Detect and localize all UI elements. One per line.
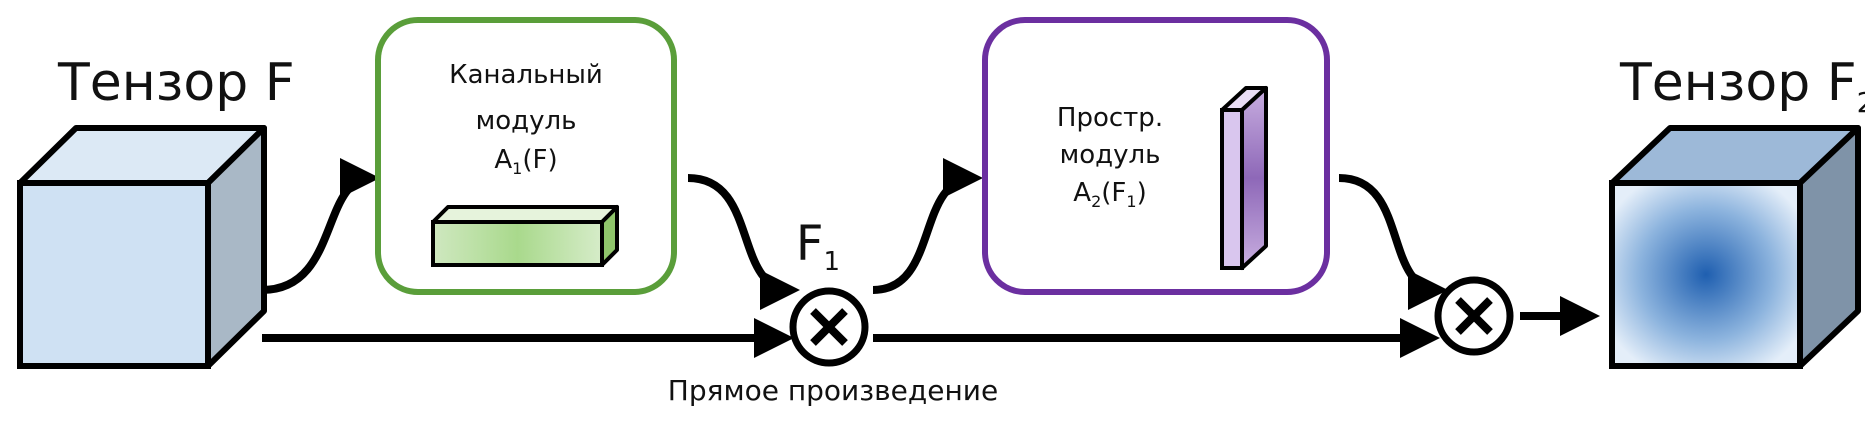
channel-module-subtitle: модуль [476, 106, 577, 136]
spatial-module-subtitle: модуль [1060, 140, 1161, 170]
input-tensor-cube [17, 125, 267, 369]
circle-times-icon [789, 287, 869, 367]
arrow-to-channel-module [261, 158, 380, 294]
spatial-module-title: Простр. [1057, 103, 1163, 133]
arrow-to-spatial-module [872, 158, 983, 294]
output-tensor-cube [1609, 125, 1861, 369]
spatial-module: Простр. модуль A2(F1) [982, 17, 1330, 295]
arrow-from-spatial-module [1338, 174, 1448, 310]
spatial-attention-slab-icon [1220, 86, 1268, 270]
arrow-from-channel-module [687, 174, 800, 310]
intermediate-tensor-label: F1 [796, 216, 840, 277]
input-tensor-label: Тензор F [57, 53, 295, 113]
circle-times-icon [1434, 276, 1514, 356]
channel-module-title: Канальный [449, 60, 603, 90]
channel-attention-bar-icon [431, 205, 619, 267]
output-tensor-label: Тензор F2 [1619, 53, 1865, 119]
channel-module-formula: A1(F) [494, 145, 557, 178]
channel-module: Канальный модуль A1(F) [375, 17, 677, 295]
spatial-module-formula: A2(F1) [1073, 178, 1146, 211]
elementwise-caption: Прямое произведение [668, 374, 998, 407]
